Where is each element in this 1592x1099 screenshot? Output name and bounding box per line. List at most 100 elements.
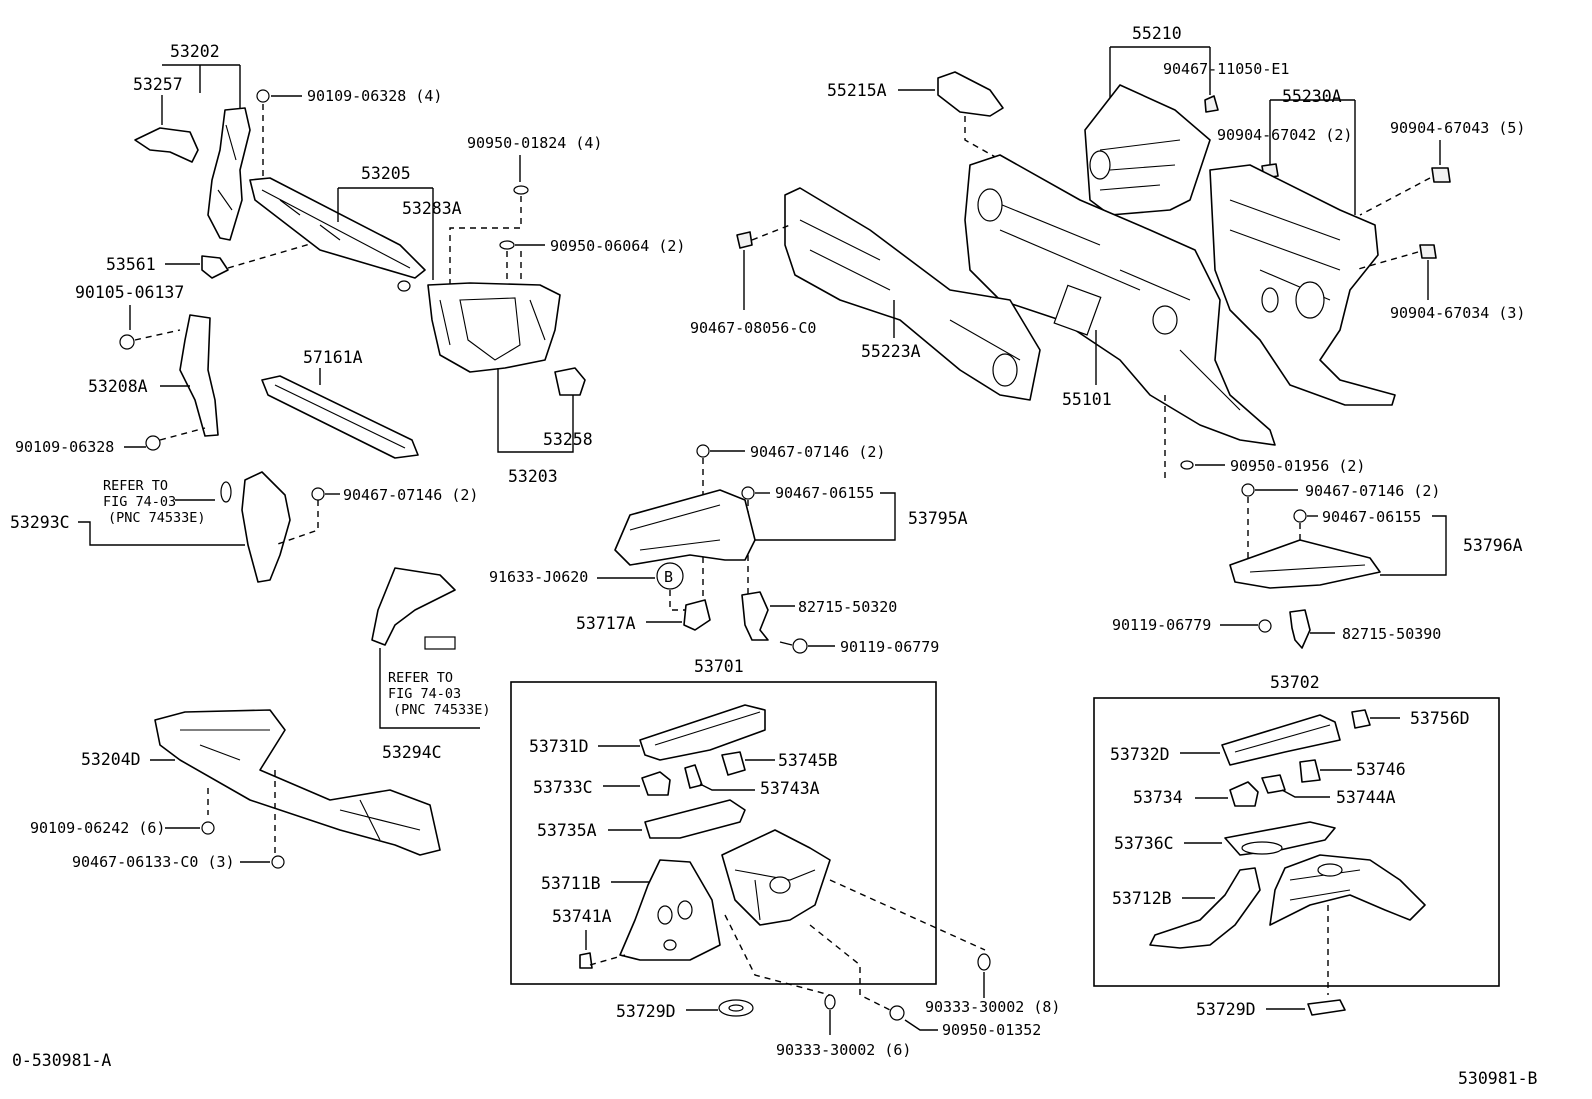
label-53293C: 53293C	[10, 513, 70, 532]
refer2-line1: REFER TO	[388, 670, 453, 686]
label-90950-01352: 90950-01352	[942, 1021, 1041, 1039]
bolt-90105-06137	[119, 334, 135, 350]
label-53756D: 53756D	[1410, 709, 1470, 728]
label-53202: 53202	[170, 42, 220, 61]
clip-90467-08056	[736, 231, 753, 249]
label-53795A: 53795A	[908, 509, 968, 528]
part-53796A	[1229, 539, 1381, 589]
bolt-90119-06779-a	[792, 638, 808, 654]
label-53745B: 53745B	[778, 751, 838, 770]
label-90119-06779a: 90119-06779	[840, 638, 939, 656]
label-90333-30002-8: 90333-30002 (8)	[925, 998, 1060, 1016]
label-53701: 53701	[694, 657, 744, 676]
label-53203: 53203	[508, 467, 558, 486]
label-55215A: 55215A	[827, 81, 887, 100]
clip-90467-07146-b	[696, 444, 710, 458]
part-55223A	[784, 187, 1041, 401]
part-53293C	[241, 471, 291, 583]
refer1-line2: FIG 74-03	[103, 494, 176, 510]
label-53702: 53702	[1270, 673, 1320, 692]
label-90109-06242-6: 90109-06242 (6)	[30, 819, 165, 837]
label-55223A: 55223A	[861, 342, 921, 361]
clip-90904-67034	[1419, 244, 1437, 259]
label-55230A: 55230A	[1282, 87, 1342, 106]
label-53712B: 53712B	[1112, 889, 1172, 908]
label-90467-07146-2b: 90467-07146 (2)	[750, 443, 885, 461]
refer1-line3: (PNC 74533E)	[108, 510, 206, 526]
label-53205: 53205	[361, 164, 411, 183]
label-90333-30002-6: 90333-30002 (6)	[776, 1041, 911, 1059]
part-53208A	[179, 314, 219, 437]
clip-90904-67043	[1431, 167, 1451, 183]
part-53202	[207, 107, 251, 241]
label-90467-07146-2a: 90467-07146 (2)	[343, 486, 478, 504]
label-53294C: 53294C	[382, 743, 442, 762]
plug-90333-30002-8	[977, 953, 991, 971]
label-90467-06155b: 90467-06155	[1322, 508, 1421, 526]
part-53561	[201, 255, 229, 279]
label-53204D: 53204D	[81, 750, 141, 769]
label-53743A: 53743A	[760, 779, 820, 798]
bolt-90467-06133	[271, 855, 285, 869]
bolt-90109-06328	[145, 435, 161, 451]
part-53257	[134, 127, 199, 163]
part-53729D-b	[1307, 999, 1346, 1016]
label-53258: 53258	[543, 430, 593, 449]
part-55215A	[937, 71, 1004, 117]
part-53717A	[683, 599, 711, 631]
label-53736C: 53736C	[1114, 834, 1174, 853]
part-53731D	[639, 704, 766, 761]
clip-90467-06155-a	[741, 486, 755, 500]
label-90904-67042-2: 90904-67042 (2)	[1217, 126, 1352, 144]
label-57161A: 57161A	[303, 348, 363, 367]
grommet-90950-06064	[499, 240, 515, 250]
part-53734	[1229, 781, 1259, 807]
clip-90467-11050-E1	[1204, 95, 1219, 113]
grommet-90950-01824	[513, 185, 529, 195]
callout-b-label: B	[664, 568, 673, 586]
bolt-90119-06779-b	[1258, 619, 1272, 633]
label-90105-06137: 90105-06137	[75, 283, 184, 302]
part-53744A	[1261, 774, 1286, 794]
label-90467-06155a: 90467-06155	[775, 484, 874, 502]
part-82715-50390	[1289, 609, 1311, 649]
label-53711B: 53711B	[541, 874, 601, 893]
callout-b	[656, 562, 684, 590]
clip-90467-06155-b	[1293, 509, 1307, 523]
label-90119-06779b: 90119-06779	[1112, 616, 1211, 634]
bolt-90109-06242	[201, 821, 215, 835]
bolt-90109-06328-4	[256, 89, 270, 103]
label-55210: 55210	[1132, 24, 1182, 43]
label-53746: 53746	[1356, 760, 1406, 779]
label-53717A: 53717A	[576, 614, 636, 633]
label-53561: 53561	[106, 255, 156, 274]
plug-90950-01352	[889, 1005, 905, 1021]
label-53734: 53734	[1133, 788, 1183, 807]
part-53732D	[1221, 714, 1341, 766]
refer1-line1: REFER TO	[103, 478, 168, 494]
leader-53202	[162, 64, 241, 110]
label-53741A: 53741A	[552, 907, 612, 926]
part-53258	[554, 367, 586, 396]
part-53283A	[397, 280, 411, 292]
refer2-line2: FIG 74-03	[388, 686, 461, 702]
grommet-90950-01956	[1180, 460, 1194, 470]
label-55101: 55101	[1062, 390, 1112, 409]
label-90467-07146-2c: 90467-07146 (2)	[1305, 482, 1440, 500]
ref-part-74533E-b	[424, 636, 456, 650]
label-90904-67043-5: 90904-67043 (5)	[1390, 119, 1525, 137]
part-53743A	[684, 764, 703, 789]
label-90467-06133-C0-3: 90467-06133-C0 (3)	[72, 853, 235, 871]
box-53701	[510, 681, 937, 985]
label-82715-50320: 82715-50320	[798, 598, 897, 616]
label-53731D: 53731D	[529, 737, 589, 756]
label-53796A: 53796A	[1463, 536, 1523, 555]
part-53741A	[579, 952, 593, 969]
part-53795A	[614, 489, 756, 566]
label-90950-01824-4: 90950-01824 (4)	[467, 134, 602, 152]
figure-id-right: 530981-B	[1458, 1069, 1538, 1088]
label-53283A: 53283A	[402, 199, 462, 218]
label-53208A: 53208A	[88, 377, 148, 396]
ref-part-74533E-a	[220, 481, 232, 503]
